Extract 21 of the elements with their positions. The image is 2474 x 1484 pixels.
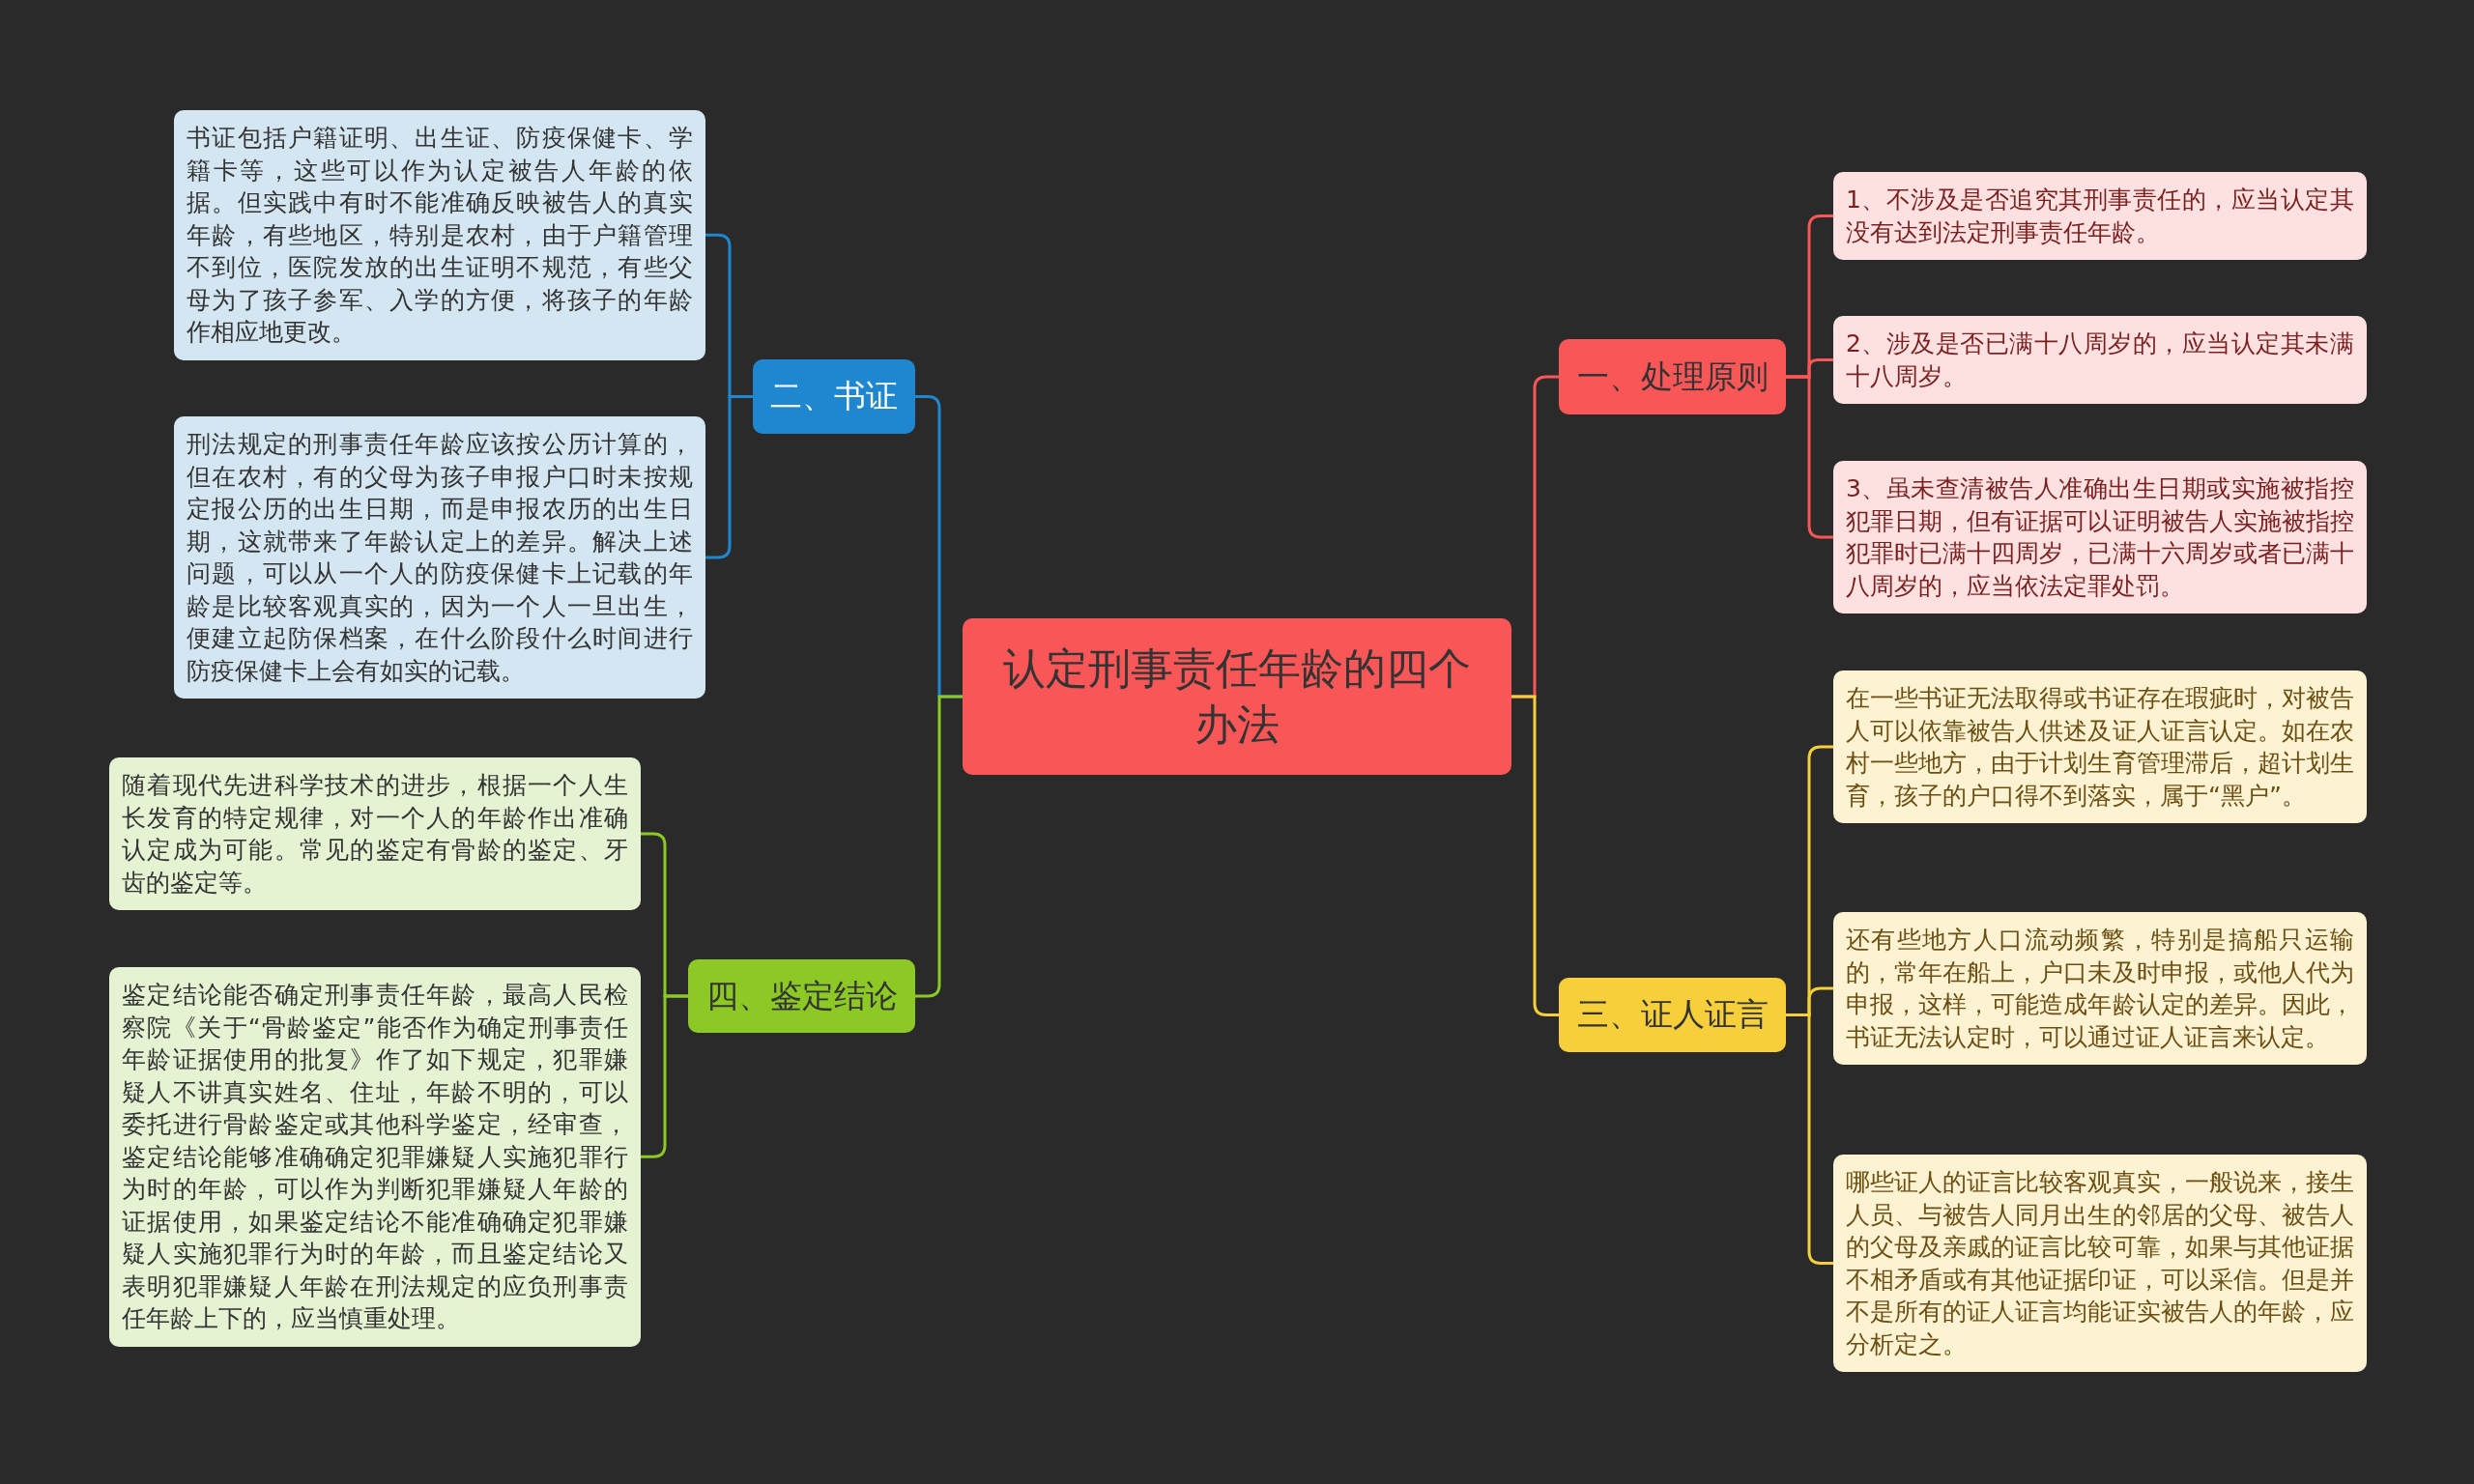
note-box: 1、不涉及是否追究其刑事责任的，应当认定其没有达到法定刑事责任年龄。 bbox=[1833, 172, 2367, 260]
connector-line bbox=[641, 994, 688, 1158]
branch-box: 二、书证 bbox=[753, 359, 915, 434]
note-box: 书证包括户籍证明、出生证、防疫保健卡、学籍卡等，这些可以作为认定被告人年龄的依据。但实践中有时不能准确反映被告人的真实年龄，有些地区，特别是农村，由于户籍管理不到位，医院发放的出生证明不规范，有些父母为了孩子参军、入学的方便，将孩子的年龄作相应地更改。 bbox=[174, 110, 705, 360]
note-box: 随着现代先进科学技术的进步，根据一个人生长发育的特定规律，对一个人的年龄作出准确认定成为可能。常见的鉴定有骨龄的鉴定、牙齿的鉴定等。 bbox=[109, 757, 641, 910]
branch-box: 三、证人证言 bbox=[1559, 978, 1786, 1052]
note-box: 在一些书证无法取得或书证存在瑕疵时，对被告人可以依靠被告人供述及证人证言认定。如在农村一些地方，由于计划生育管理滞后，超计划生育，孩子的户口得不到落实，属于“黑户”。 bbox=[1833, 671, 2367, 823]
note-box: 哪些证人的证言比较客观真实，一般说来，接生人员、与被告人同月出生的邻居的父母、被告人的父母及亲戚的证言比较可靠，如果与其他证据不相矛盾或有其他证据印证，可以采信。但是并不是所有的证人证言均能证实被告人的年龄，应分析定之。 bbox=[1833, 1155, 2367, 1372]
branch-box: 四、鉴定结论 bbox=[688, 959, 915, 1033]
connector-line bbox=[1786, 1013, 1833, 1265]
note-box: 3、虽未查清被告人准确出生日期或实施被指控犯罪日期，但有证据可以证明被告人实施被指控犯罪时已满十四周岁，已满十六周岁或者已满十八周岁的，应当依法定罪处罚。 bbox=[1833, 461, 2367, 614]
note-box: 鉴定结论能否确定刑事责任年龄，最高人民检察院《关于“骨龄鉴定”能否作为确定刑事责任年龄证据使用的批复》作了如下规定，犯罪嫌疑人不讲真实姓名、住址，年龄不明的，可以委托进行骨龄鉴定或其他科学鉴定，经审查，鉴定结论能够准确确定犯罪嫌疑人实施犯罪行为时的年龄，可以作为判断犯罪嫌疑人年龄的证据使用，如果鉴定结论不能准确确定犯罪嫌疑人实施犯罪行为时的年龄，而且鉴定结论又表明犯罪嫌疑人年龄在刑法规定的应负刑事责任年龄上下的，应当慎重处理。 bbox=[109, 967, 641, 1347]
note-box: 刑法规定的刑事责任年龄应该按公历计算的，但在农村，有的父母为孩子申报户口时未按规定报公历的出生日期，而是申报农历的出生日期，这就带来了年龄认定上的差异。解决上述问题，可以从一个人的防疫保健卡上记载的年龄是比较客观真实的，因为一个人一旦出生，便建立起防保档案，在什么阶段什么时间进行防疫保健卡上会有如实的记载。 bbox=[174, 416, 705, 699]
connector-line bbox=[705, 395, 753, 559]
branch-box: 一、处理原则 bbox=[1559, 339, 1786, 414]
note-box: 2、涉及是否已满十八周岁的，应当认定其未满十八周岁。 bbox=[1833, 316, 2367, 404]
connector-line bbox=[1511, 695, 1559, 1016]
central-topic-box: 认定刑事责任年龄的四个办法 bbox=[963, 618, 1511, 775]
connector-line bbox=[915, 695, 963, 998]
note-box: 还有些地方人口流动频繁，特别是搞船只运输的，常年在船上，户口未及时申报，或他人代为申报，这样，可能造成年龄认定的差异。因此，书证无法认定时，可以通过证人证言来认定。 bbox=[1833, 912, 2367, 1065]
connector-line bbox=[1786, 375, 1833, 539]
